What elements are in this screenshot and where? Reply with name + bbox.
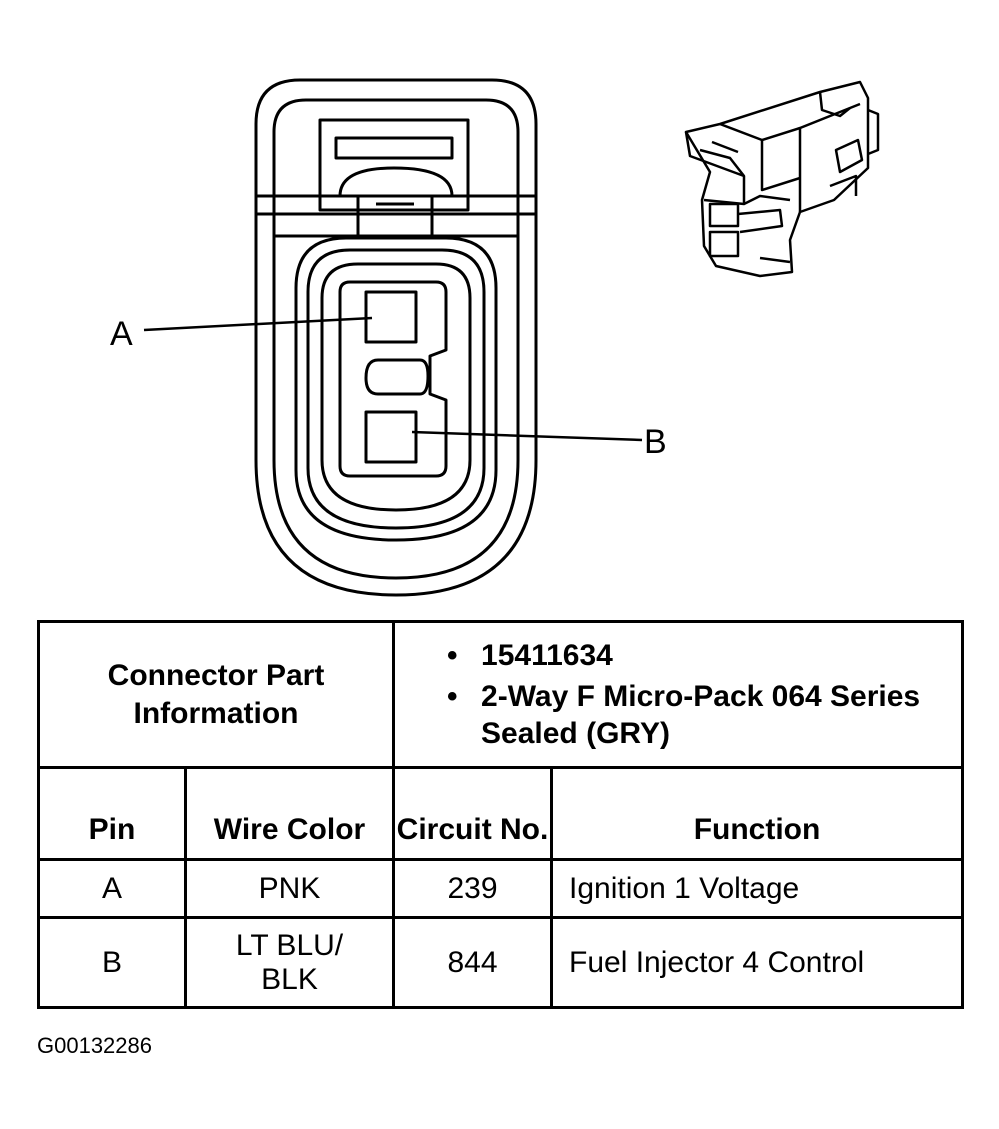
seal-ring-outer [294, 236, 498, 542]
connector-face [143, 78, 643, 597]
pin-b-terminal [364, 410, 418, 464]
pin-a-label: A [110, 315, 133, 353]
locking-tab [318, 118, 470, 240]
connector-diagram: A B [110, 78, 880, 597]
pin-cell: A [37, 858, 187, 919]
function-cell: Ignition 1 Voltage [550, 858, 965, 919]
seal-ring-inner [320, 262, 472, 512]
header-row: Pin Wire Color Circuit No. Function [37, 766, 965, 861]
figure-id: G00132286 [37, 1033, 152, 1058]
circuit-cell: 239 [392, 858, 554, 919]
key-slot [364, 358, 430, 396]
pin-a-terminal [364, 290, 418, 344]
circuit-header: Circuit No. [392, 766, 554, 861]
part-info-label: Connector Part Information [36, 620, 396, 769]
pin-cell: B [37, 916, 187, 1009]
pin-b-leader [411, 430, 643, 442]
connector-side-view [684, 80, 880, 278]
part-description: 2-Way F Micro-Pack 064 Series Sealed (GR… [447, 678, 961, 752]
part-info-details: 15411634 2-Way F Micro-Pack 064 Series S… [392, 620, 965, 769]
table-row: A PNK 239 Ignition 1 Voltage [37, 858, 965, 919]
connector-inner-shell [272, 98, 520, 580]
pin-a-leader [143, 316, 373, 332]
pin-b-label: B [644, 423, 667, 461]
connector-info-table: Connector Part Information 15411634 2-Wa… [36, 620, 965, 1009]
table-row: B LT BLU/ BLK 844 Fuel Injector 4 Contro… [37, 916, 965, 1009]
circuit-cell: 844 [392, 916, 554, 1009]
wire-color-cell: PNK [183, 858, 396, 919]
seal-ring-middle [306, 248, 486, 530]
terminal-cavity [338, 280, 448, 478]
connector-outer-shell [254, 78, 538, 597]
part-info-row: Connector Part Information 15411634 2-Wa… [36, 620, 965, 769]
pin-header: Pin [37, 766, 187, 861]
function-cell: Fuel Injector 4 Control [550, 916, 965, 1009]
part-number: 15411634 [447, 637, 961, 674]
function-header: Function [550, 766, 965, 861]
wire-color-cell: LT BLU/ BLK [183, 916, 396, 1009]
wire-color-header: Wire Color [183, 766, 396, 861]
